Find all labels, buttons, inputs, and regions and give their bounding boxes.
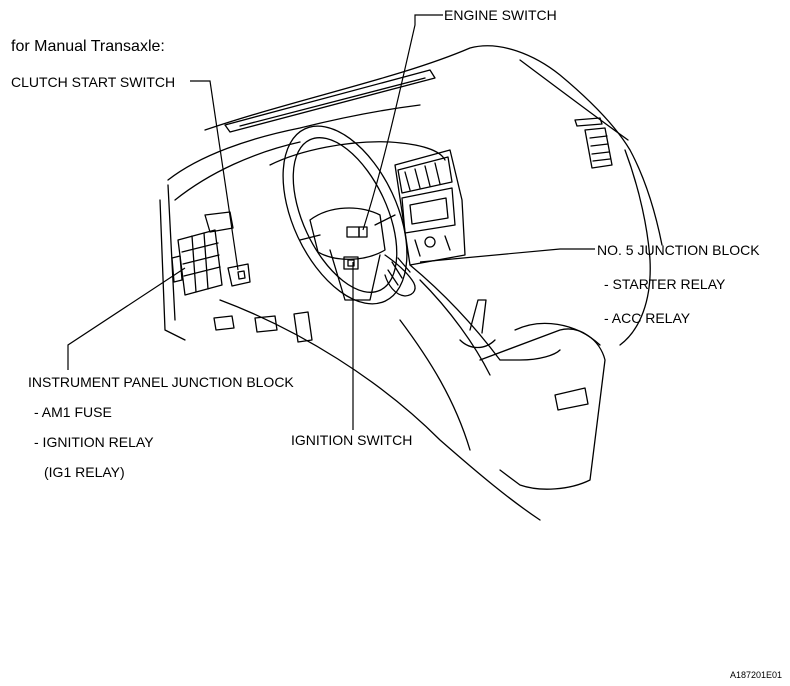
right-air-vent <box>584 127 613 169</box>
steering-wheel <box>282 125 408 305</box>
brake-pedal <box>254 315 278 333</box>
shift-lever <box>469 299 487 334</box>
ignition-switch-mark <box>343 256 359 270</box>
center-stack <box>394 149 466 266</box>
dashboard-top-outline <box>204 45 663 246</box>
audio-unit <box>401 187 456 234</box>
instrument-panel-junction-block-mark <box>171 229 223 296</box>
ig1-relay-label: (IG1 RELAY) <box>44 464 125 480</box>
ignition-relay-label: - IGNITION RELAY <box>34 434 154 450</box>
ip-junction-block-leader <box>67 267 186 370</box>
clutch-pedal <box>213 315 235 331</box>
center-vents <box>397 156 453 194</box>
clutch-start-switch-leader <box>190 80 239 271</box>
page-title: for Manual Transaxle: <box>11 38 165 55</box>
am1-fuse-label: - AM1 FUSE <box>34 404 112 420</box>
figure-code: A187201E01 <box>730 670 783 680</box>
engine-switch-leader <box>362 14 443 231</box>
steering-column <box>329 249 381 301</box>
defroster-vent <box>224 69 436 133</box>
clutch-start-switch-mark <box>227 263 251 287</box>
acc-relay-label: - ACC RELAY <box>604 310 691 326</box>
left-side-panel <box>159 199 186 341</box>
clutch-start-switch-label: CLUTCH START SWITCH <box>11 74 176 90</box>
engine-switch-label: ENGINE SWITCH <box>444 7 557 23</box>
no5-junction-block-label: NO. 5 JUNCTION BLOCK <box>597 242 760 258</box>
meter-hood <box>269 141 446 166</box>
starter-relay-label: - STARTER RELAY <box>604 276 726 292</box>
center-console <box>409 264 561 361</box>
instrument-panel-junction-block-label: INSTRUMENT PANEL JUNCTION BLOCK <box>28 374 294 390</box>
ignition-switch-label: IGNITION SWITCH <box>291 432 413 448</box>
accelerator-pedal <box>293 311 313 343</box>
no5-junction-block-leader <box>419 248 595 263</box>
wiring-harness <box>384 254 416 297</box>
